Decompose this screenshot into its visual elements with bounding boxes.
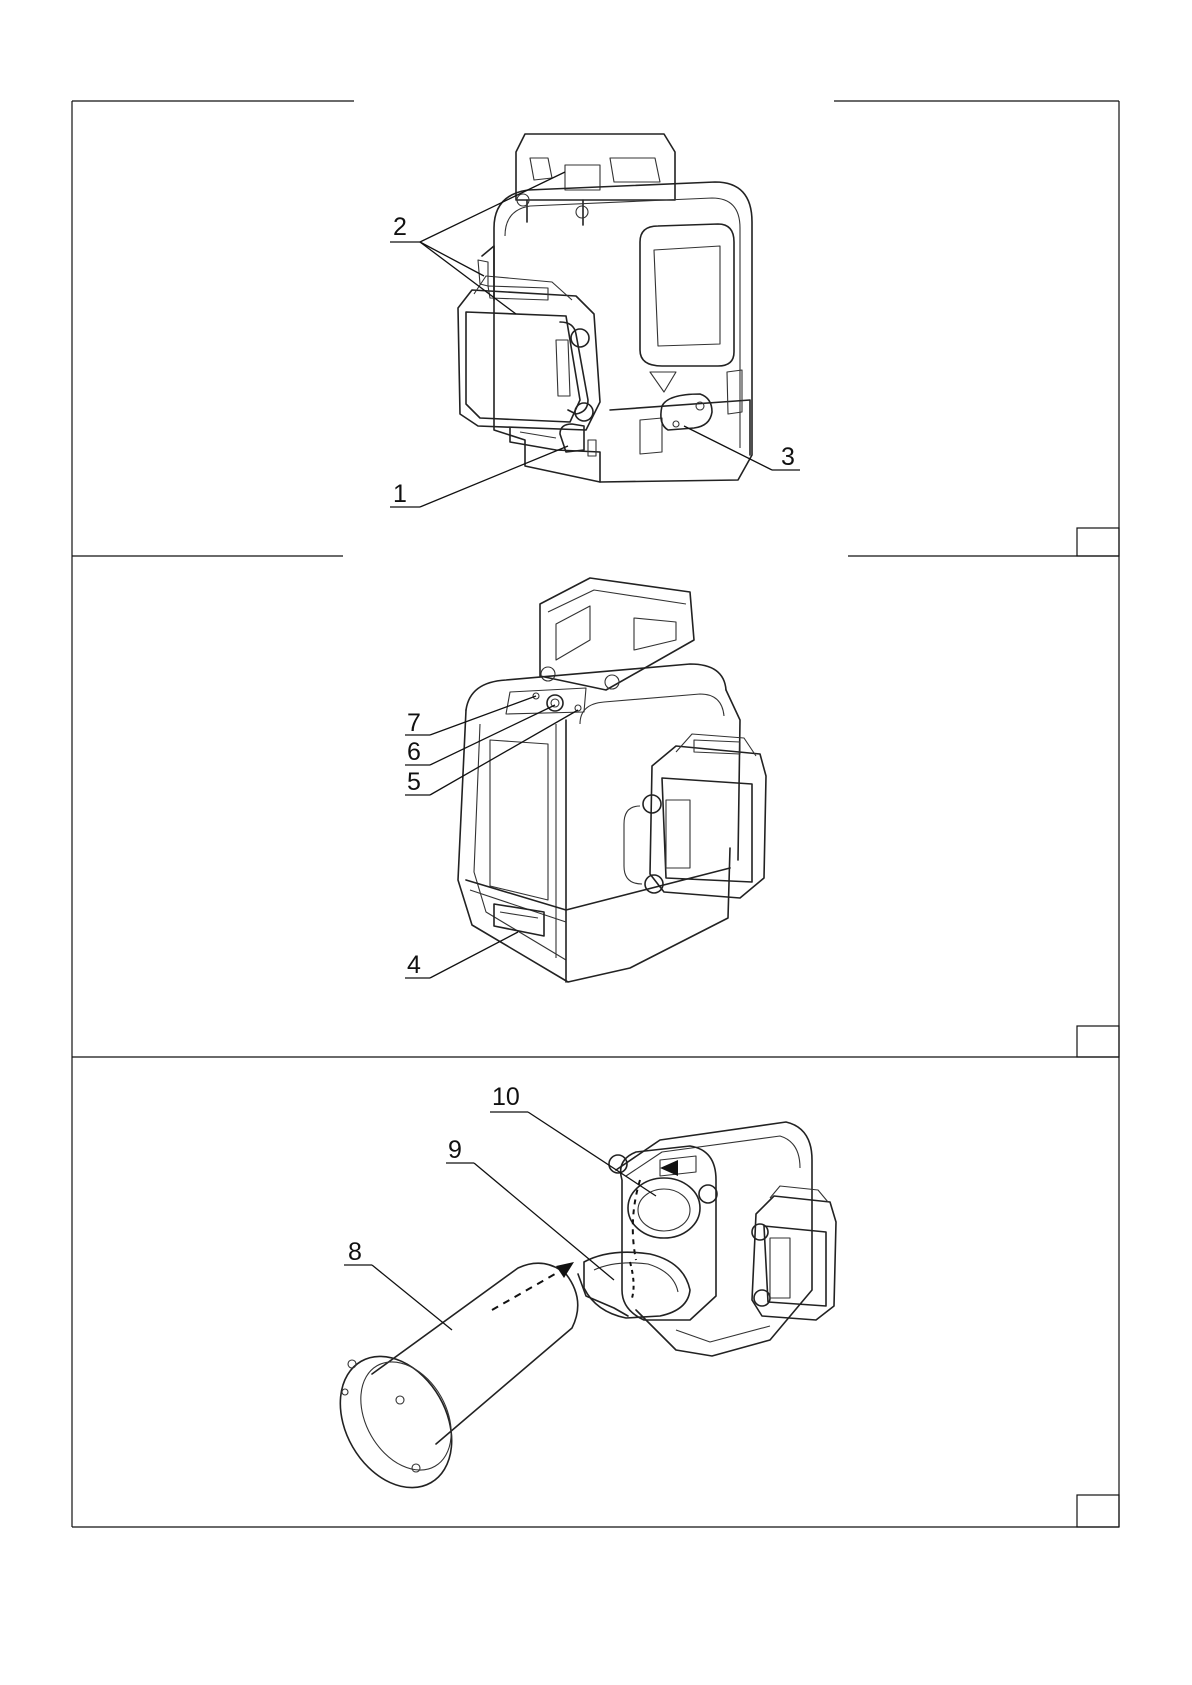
callout-7: 7: [407, 709, 421, 737]
panel-2-corner-box: [1077, 1026, 1119, 1057]
callout-10: 10: [492, 1083, 520, 1111]
callout-6: 6: [407, 738, 421, 766]
callout-2: 2: [393, 213, 407, 241]
callout-3: 3: [781, 443, 795, 471]
panel-frames: [72, 101, 1119, 1527]
callout-8: 8: [348, 1238, 362, 1266]
panel-3-callouts: 10 9 8: [344, 1083, 656, 1330]
laser-level-rear-drawing: [458, 578, 766, 982]
callout-5: 5: [407, 768, 421, 796]
callout-9: 9: [448, 1136, 462, 1164]
panel-3-corner-box: [1077, 1495, 1119, 1527]
callout-1: 1: [393, 480, 407, 508]
panel-1-corner-box: [1077, 528, 1119, 556]
callout-4: 4: [407, 951, 421, 979]
laser-level-front-drawing: [458, 134, 752, 482]
battery-insertion-drawing: [318, 1122, 836, 1508]
